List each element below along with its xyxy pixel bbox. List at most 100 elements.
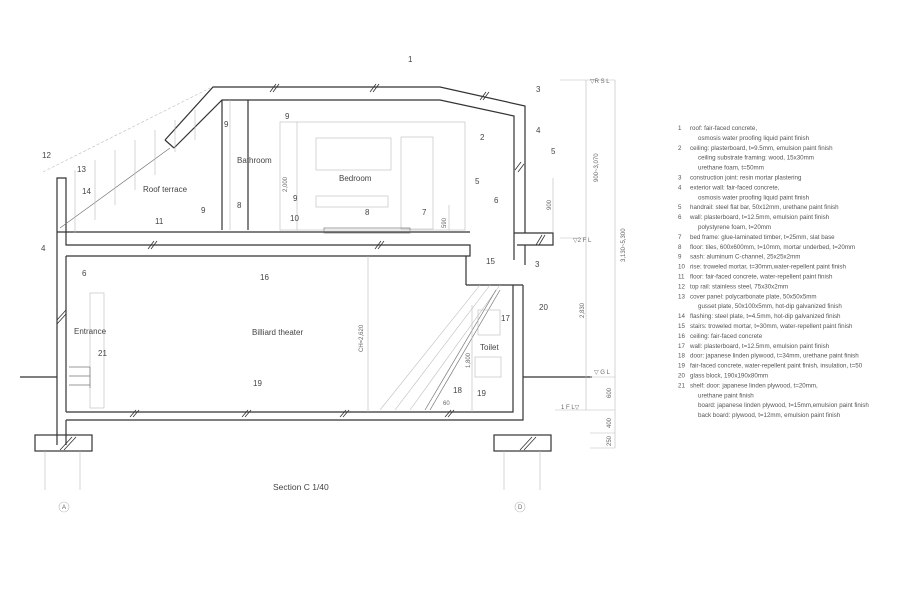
legend-text: construction joint: resin mortar plaster… [690,175,802,182]
legend-number: 12 [678,283,685,290]
legend-text: osmosis water proofing liquid paint fini… [698,194,810,201]
legend-text: fair-faced concrete, water-repellent pai… [690,363,863,370]
legend-number: 8 [678,244,682,251]
legend-number: 21 [678,382,685,389]
legend-number: 9 [678,254,682,261]
legend-item: 18 door: japanese linden plywood, t=34mm,… [678,353,859,360]
room-roof-terrace: Roof terrace [143,185,188,194]
legend-number: 5 [678,204,682,211]
grid-a: A [62,505,66,511]
legend-text: door: japanese linden plywood, t=34mm, u… [690,353,859,360]
legend-number: 19 [678,363,685,370]
legend-item: 7 bed frame: glue-laminated timber, t=25m… [678,234,835,241]
legend-text: glass block, 190x190x80mm [690,373,768,380]
dim-3130-5300: 3,130~5,300 [621,228,627,262]
legend-text: exterior wall: fair-faced concrete, [690,184,780,191]
callout-13: 13 [77,165,86,174]
callout-18: 18 [453,386,462,395]
legend-number: 2 [678,145,682,152]
legend-number: 4 [678,184,682,191]
legend-item: 15 stairs: troweled mortar, t=30mm, water… [678,323,853,330]
structure [20,79,616,513]
legend-text: ceiling: fair-faced concrete [690,333,763,340]
dim-600: 600 [607,387,613,398]
callout-labels: 1 2 3 4 5 9 9 12 13 14 9 8 9 10 11 5 6 7… [41,55,556,398]
dim-60: 60 [443,401,450,407]
dim-1800: 1,800 [466,352,472,368]
callout-19: 19 [253,379,262,388]
callout-11: 11 [155,217,164,226]
dimension-labels: 2,000 590 CH=2,620 1,800 60 900~3,070 3,… [62,79,627,511]
legend-number: 10 [678,264,685,271]
legend-text: urethane paint finish [698,392,754,399]
callout-19: 19 [477,389,486,398]
legend-text: bed frame: glue-laminated timber, t=25mm… [690,234,835,241]
dim-400: 400 [607,417,613,428]
dim-250: 250 [607,435,613,446]
callout-9: 9 [224,120,229,129]
legend-text: osmosis water proofing liquid paint fini… [698,135,810,142]
legend-number: 18 [678,353,685,360]
legend-number: 1 [678,125,682,132]
dim-900-3070: 900~3,070 [594,153,600,182]
legend-text: top rail: stainless steel, 75x30x2mm [690,283,788,290]
legend-number: 6 [678,214,682,221]
callout-7: 7 [422,208,427,217]
legend-text: handrail: steel flat bar, 50x12mm, ureth… [690,204,839,211]
level-1fl: 1 F L▽ [561,405,580,411]
callout-21: 21 [98,349,107,358]
legend-text: shelf: door: japanese linden plywood, t=… [690,382,818,389]
drawing-title: Section C 1/40 [273,482,329,492]
room-labels: Roof terrace Bathroom Bedroom Entrance B… [74,156,499,352]
callout-3: 3 [535,260,540,269]
legend-text: polystyrene foam, t=20mm [698,224,771,231]
legend-text: urethane foam, t=50mm [698,165,764,172]
legend-number: 14 [678,313,685,320]
legend-number: 11 [678,274,685,281]
legend-text: cover panel: polycarbonate plate, 50x50x… [690,293,817,300]
room-bedroom: Bedroom [339,174,372,183]
legend-item: 12 top rail: stainless steel, 75x30x2mm [678,283,788,290]
callout-14: 14 [82,187,91,196]
callout-9: 9 [201,206,206,215]
legend-item: 19 fair-faced concrete, water-repellent p… [678,363,863,370]
legend-text: rise: troweled mortar, t=30mm,water-repe… [690,264,847,271]
legend-item: 10 rise: troweled mortar, t=30mm,water-re… [678,264,847,271]
legend-item: 2 ceiling: plasterboard, t=9.5mm, emulsio… [678,145,833,172]
legend-number: 16 [678,333,685,340]
callout-2: 2 [480,133,485,142]
callout-17: 17 [501,314,510,323]
legend-number: 3 [678,175,682,182]
room-bathroom: Bathroom [237,156,272,165]
dim-900: 900 [547,199,553,210]
callout-3: 3 [536,85,541,94]
legend-item: 3 construction joint: resin mortar plaste… [678,175,802,182]
callout-9: 9 [285,112,290,121]
legend-item: 11 floor: fair-faced concrete, water-repe… [678,274,833,281]
legend-item: 4 exterior wall: fair-faced concrete, osmo… [678,184,810,201]
legend-number: 7 [678,234,682,241]
callout-8: 8 [237,201,242,210]
level-rsl: ▽R S L [590,79,610,85]
callout-12: 12 [42,151,51,160]
callout-5: 5 [475,177,480,186]
legend-text: floor: fair-faced concrete, water-repell… [690,274,833,281]
callout-1: 1 [408,55,413,64]
legend-text: ceiling: plasterboard, t=9.5mm, emulsion… [690,145,833,152]
legend-text: wall: plasterboard, t=12.5mm, emulsion p… [689,343,830,350]
level-gl: ▽ G L [594,370,611,376]
room-billiard-theater: Billiard theater [252,328,303,337]
legend-text: stairs: troweled mortar, t=30mm, water-r… [690,323,853,330]
callout-4: 4 [41,244,46,253]
legend-text: ceiling substrate framing: wood, 15x30mm [698,155,814,162]
legend-text: gusset plate, 50x100x5mm, hot-dip galvan… [698,303,842,310]
legend-number: 15 [678,323,685,330]
callout-8: 8 [365,208,370,217]
dim-2830: 2,830 [580,302,586,318]
legend-item: 5 handrail: steel flat bar, 50x12mm, uret… [678,204,839,211]
